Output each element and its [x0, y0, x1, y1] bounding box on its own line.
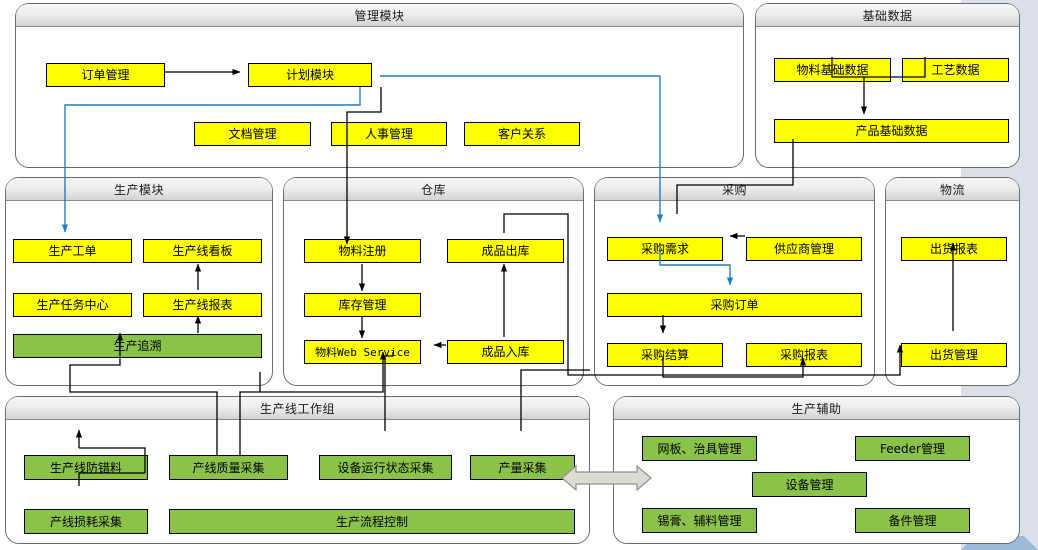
- panel-basic-data-body: 物料基础数据 工艺数据 产品基础数据: [756, 26, 1019, 167]
- node-output-collection[interactable]: 产量采集: [470, 455, 575, 480]
- node-material-web-service[interactable]: 物料Web Service: [304, 340, 421, 364]
- panel-line-group-body: 生产线防错料 产线质量采集 设备运行状态采集 产量采集 产线损耗采集 生产流程控…: [6, 419, 589, 543]
- panel-logistics-title: 物流: [886, 178, 1019, 201]
- node-material-registration[interactable]: 物料注册: [304, 239, 421, 263]
- panel-logistics-body: 出货报表 出货管理: [886, 200, 1019, 385]
- node-line-loss-collection[interactable]: 产线损耗采集: [24, 509, 148, 534]
- node-equipment-status-collection[interactable]: 设备运行状态采集: [319, 455, 452, 480]
- node-purchase-report[interactable]: 采购报表: [746, 343, 862, 367]
- node-shipping-report[interactable]: 出货报表: [901, 237, 1007, 261]
- node-shipping-management[interactable]: 出货管理: [901, 343, 1007, 367]
- panel-basic-data-title: 基础数据: [756, 4, 1019, 27]
- node-production-line-kanban[interactable]: 生产线看板: [143, 239, 262, 263]
- panel-warehouse[interactable]: 仓库 物料注册 成品出库 库存管理 物料Web Service 成品入库: [283, 177, 584, 386]
- node-line-mistake-proofing[interactable]: 生产线防错料: [24, 455, 148, 480]
- panel-production-title: 生产模块: [6, 178, 272, 201]
- node-hr-management[interactable]: 人事管理: [331, 122, 447, 146]
- panel-purchasing[interactable]: 采购 采购需求 供应商管理 采购订单 采购结算 采购报表: [594, 177, 875, 386]
- node-product-basic-data[interactable]: 产品基础数据: [774, 119, 1009, 143]
- panel-warehouse-body: 物料注册 成品出库 库存管理 物料Web Service 成品入库: [284, 200, 583, 385]
- panel-basic-data[interactable]: 基础数据 物料基础数据 工艺数据 产品基础数据: [755, 3, 1020, 168]
- panel-logistics[interactable]: 物流 出货报表 出货管理: [885, 177, 1020, 386]
- node-supplier-management[interactable]: 供应商管理: [746, 237, 862, 261]
- node-material-basic-data[interactable]: 物料基础数据: [774, 58, 891, 82]
- node-order-management[interactable]: 订单管理: [46, 63, 165, 87]
- node-feeder-management[interactable]: Feeder管理: [855, 436, 970, 461]
- panel-purchasing-title: 采购: [595, 178, 874, 201]
- node-production-work-order[interactable]: 生产工单: [13, 239, 132, 263]
- panel-warehouse-title: 仓库: [284, 178, 583, 201]
- panel-management[interactable]: 管理模块 订单管理 计划模块 文档管理 人事管理 客户关系: [15, 3, 744, 168]
- node-process-data[interactable]: 工艺数据: [902, 58, 1009, 82]
- panel-purchasing-body: 采购需求 供应商管理 采购订单 采购结算 采购报表: [595, 200, 874, 385]
- node-purchase-settlement[interactable]: 采购结算: [607, 343, 723, 367]
- node-purchase-requirement[interactable]: 采购需求: [607, 237, 723, 261]
- node-production-traceability[interactable]: 生产追溯: [13, 334, 262, 358]
- node-spare-parts-management[interactable]: 备件管理: [855, 508, 970, 533]
- panel-management-body: 订单管理 计划模块 文档管理 人事管理 客户关系: [16, 26, 743, 167]
- panel-prod-support-title: 生产辅助: [614, 397, 1019, 420]
- node-purchase-order[interactable]: 采购订单: [607, 293, 862, 317]
- node-finished-goods-outbound[interactable]: 成品出库: [447, 239, 564, 263]
- panel-prod-support-body: 网板、治具管理 Feeder管理 设备管理 锡膏、辅料管理 备件管理: [614, 419, 1019, 543]
- node-document-management[interactable]: 文档管理: [194, 122, 311, 146]
- panel-line-group[interactable]: 生产线工作组 生产线防错料 产线质量采集 设备运行状态采集 产量采集 产线损耗采…: [5, 396, 590, 544]
- node-planning-module[interactable]: 计划模块: [248, 63, 372, 87]
- node-finished-goods-inbound[interactable]: 成品入库: [447, 340, 564, 364]
- panel-prod-support[interactable]: 生产辅助 网板、治具管理 Feeder管理 设备管理 锡膏、辅料管理 备件管理: [613, 396, 1020, 544]
- node-production-flow-control[interactable]: 生产流程控制: [169, 509, 575, 534]
- node-stencil-jig-management[interactable]: 网板、治具管理: [642, 436, 757, 461]
- panel-line-group-title: 生产线工作组: [6, 397, 589, 420]
- panel-management-title: 管理模块: [16, 4, 743, 27]
- node-production-task-center[interactable]: 生产任务中心: [13, 293, 132, 317]
- node-line-quality-collection[interactable]: 产线质量采集: [169, 455, 288, 480]
- node-production-line-report[interactable]: 生产线报表: [143, 293, 262, 317]
- node-solder-paste-material-management[interactable]: 锡膏、辅料管理: [642, 508, 757, 533]
- panel-production-body: 生产工单 生产线看板 生产任务中心 生产线报表 生产追溯: [6, 200, 272, 385]
- node-inventory-management[interactable]: 库存管理: [304, 293, 421, 317]
- node-equipment-management[interactable]: 设备管理: [752, 472, 867, 497]
- panel-production[interactable]: 生产模块 生产工单 生产线看板 生产任务中心 生产线报表 生产追溯: [5, 177, 273, 386]
- node-customer-relations[interactable]: 客户关系: [464, 122, 580, 146]
